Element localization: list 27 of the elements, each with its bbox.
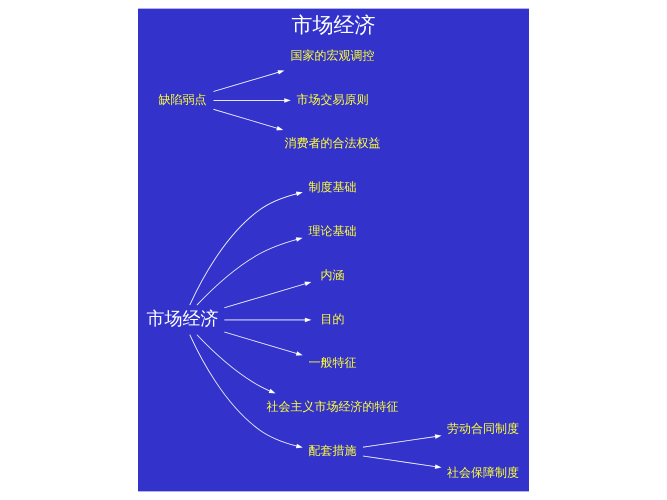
node-text: 配套措施	[308, 443, 356, 458]
node-text: 市场经济	[146, 308, 219, 330]
node-text: 社会主义市场经济的特征	[266, 400, 398, 414]
arrow	[362, 456, 442, 469]
node-text: 市场交易原则	[296, 92, 368, 106]
arrow	[196, 237, 303, 306]
diagram-title: 市场经济	[292, 12, 376, 37]
node-text: 社会保障制度	[447, 465, 520, 480]
arrow	[213, 70, 284, 92]
arrow	[213, 98, 291, 103]
arrow	[196, 334, 276, 394]
node-text: 国家的宏观调控	[290, 48, 374, 62]
node-text: 理论基础	[308, 224, 356, 238]
node-text: 目的	[320, 312, 344, 326]
node-text: 消费者的合法权益	[284, 136, 380, 150]
arrow	[213, 108, 284, 130]
node-text: 缺陷弱点	[158, 92, 207, 106]
node-text: 劳动合同制度	[447, 421, 520, 436]
node-text: 内涵	[320, 268, 344, 282]
arrow	[362, 434, 442, 448]
arrow	[189, 334, 303, 448]
node-text: 制度基础	[308, 180, 356, 194]
arrow	[224, 332, 303, 356]
arrow	[224, 282, 312, 308]
arrow	[224, 318, 312, 322]
arrow	[189, 192, 303, 306]
node-text: 一般特征	[308, 356, 356, 370]
